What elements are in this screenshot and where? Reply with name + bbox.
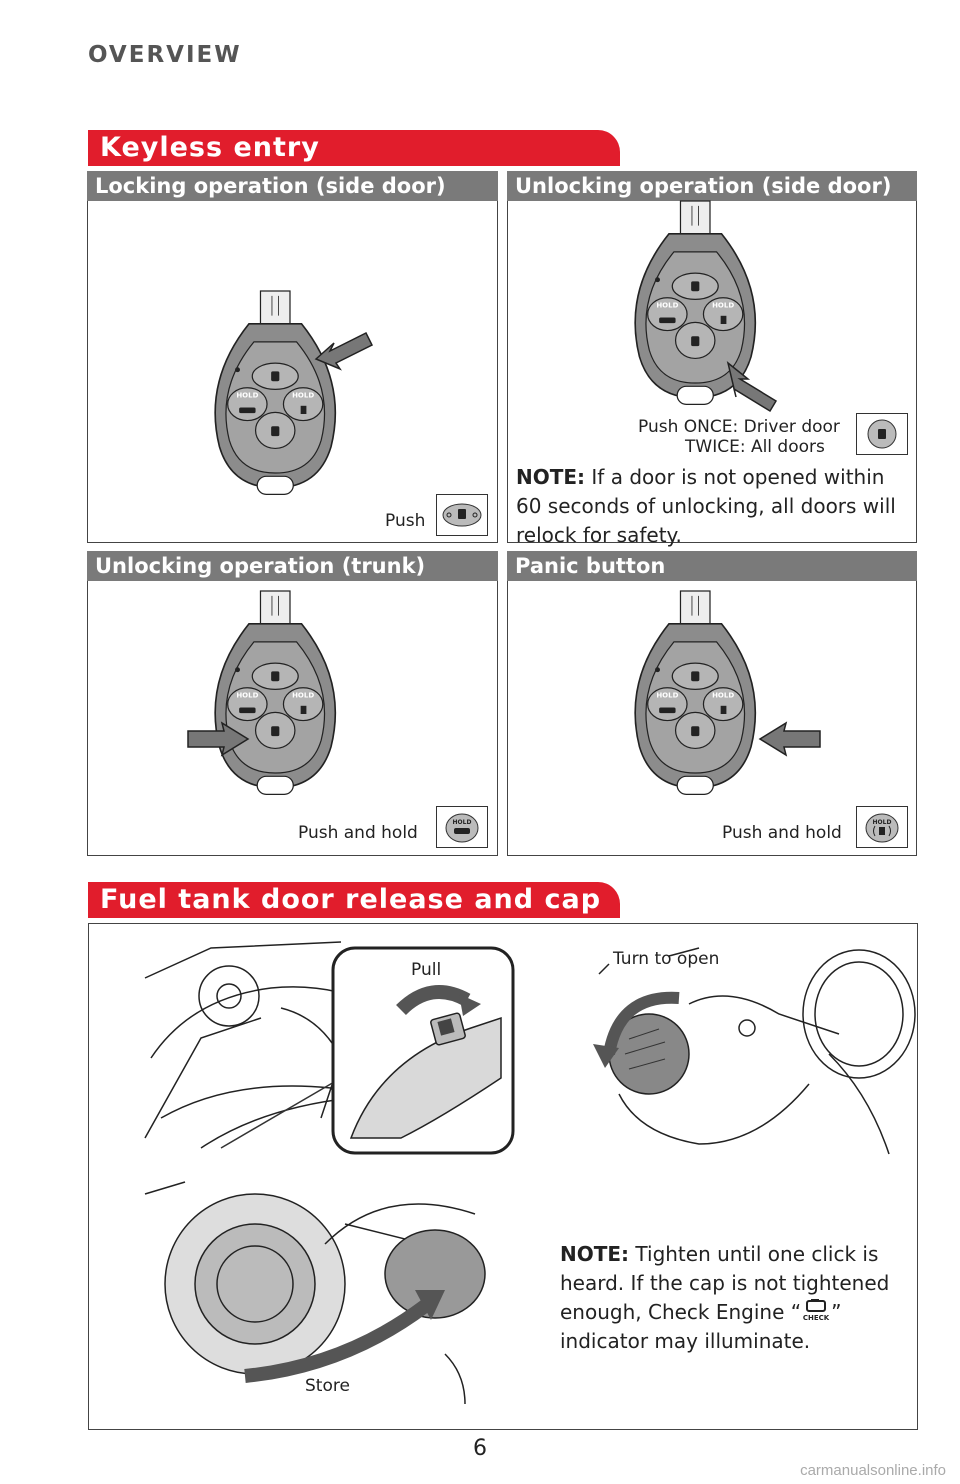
svg-text:CHECK: CHECK: [803, 1314, 830, 1322]
lock-caption: Push: [385, 511, 426, 531]
fob-hold-label: HOLD: [292, 392, 314, 400]
fob-hold-label: HOLD: [236, 392, 258, 400]
svg-text:HOLD: HOLD: [873, 819, 892, 826]
key-fob-illustration: HOLD HOLD: [214, 290, 337, 496]
unlocking-title: Unlocking operation (side door): [507, 171, 917, 201]
key-fob-illustration: HOLD HOLD: [634, 200, 757, 406]
key-fob-illustration: HOLD HOLD: [214, 590, 337, 796]
panic-title: Panic button: [507, 551, 917, 581]
fob-hold-label: HOLD: [712, 692, 734, 700]
pointer-arrow-icon: [726, 361, 778, 413]
lock-button-thumbnail: [436, 494, 488, 536]
check-engine-icon: CHECK: [803, 1299, 830, 1322]
unlock-caption-line1: Push ONCE: Driver door: [638, 417, 840, 437]
pointer-arrow-icon: [314, 331, 374, 371]
pull-label: Pull: [411, 960, 442, 980]
fuel-note: NOTE: Tighten until one click is heard. …: [560, 1242, 890, 1353]
turn-to-open-label: Turn to open: [613, 949, 720, 969]
fuel-panel: Pull Turn to open Store: [88, 923, 918, 1430]
unlock-caption-line2: TWICE: All doors: [685, 437, 825, 457]
fuel-banner: Fuel tank door release and cap: [88, 882, 620, 918]
panic-caption: Push and hold: [722, 823, 842, 843]
locking-panel: Locking operation (side door) HOLD HOLD P…: [87, 171, 498, 543]
store-label: Store: [305, 1376, 350, 1396]
locking-title: Locking operation (side door): [87, 171, 498, 201]
keyless-entry-banner: Keyless entry: [88, 130, 620, 166]
fob-hold-label: HOLD: [292, 692, 314, 700]
key-fob-illustration: HOLD HOLD: [634, 590, 757, 796]
pointer-arrow-icon: [187, 721, 250, 757]
unlock-button-thumbnail: [856, 413, 908, 455]
pointer-arrow-icon: [758, 721, 821, 757]
fob-hold-label: HOLD: [656, 692, 678, 700]
unlock-note: NOTE: If a door is not opened within 60 …: [516, 465, 896, 547]
trunk-caption: Push and hold: [298, 823, 418, 843]
trunk-panel: Unlocking operation (trunk) HOLD HOLD Pus…: [87, 551, 498, 856]
interior-release-illustration: [144, 941, 515, 1155]
panic-button-thumbnail: HOLD: [856, 806, 908, 848]
page-number: 6: [473, 1436, 487, 1461]
fuel-door-illustration: [593, 947, 916, 1155]
cap-store-illustration: [144, 1181, 486, 1405]
panic-panel: Panic button HOLD HOLD Push and hold HOLD: [507, 551, 917, 856]
fob-hold-label: HOLD: [236, 692, 258, 700]
section-title: OVERVIEW: [88, 42, 242, 68]
trunk-title: Unlocking operation (trunk): [87, 551, 498, 581]
trunk-button-thumbnail: HOLD: [436, 806, 488, 848]
fob-hold-label: HOLD: [712, 302, 734, 310]
svg-text:HOLD: HOLD: [453, 819, 472, 826]
fob-hold-label: HOLD: [656, 302, 678, 310]
watermark: carmanualsonline.info: [800, 1462, 946, 1479]
